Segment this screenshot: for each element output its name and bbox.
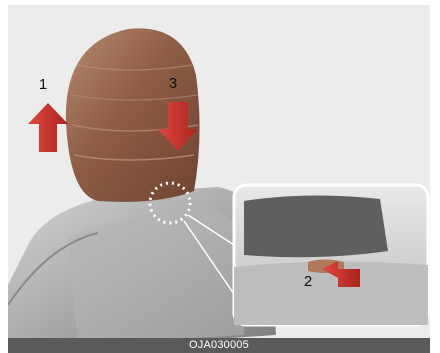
- callout-3: 3: [164, 75, 182, 93]
- callout-2: 2: [299, 273, 317, 291]
- detail-inset: [234, 185, 428, 325]
- callout-1: 1: [34, 76, 52, 94]
- seat-back-panel: [68, 209, 248, 345]
- figure-code: OJA030005: [8, 338, 430, 353]
- diagram-canvas: [8, 5, 430, 353]
- headrest-adjustment-diagram: [8, 5, 430, 353]
- caption-bar: OJA030005: [8, 338, 430, 353]
